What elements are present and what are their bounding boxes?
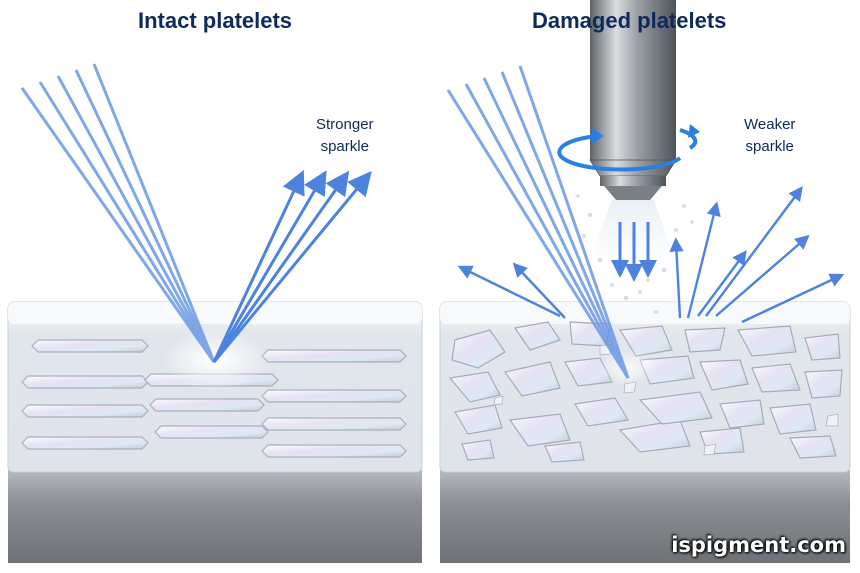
- intact-platelets: [21, 339, 407, 458]
- stronger-sparkle-label: Stronger sparkle: [316, 114, 374, 158]
- incident-rays-left: [20, 63, 216, 363]
- scattered-rays-weak: [457, 186, 845, 324]
- weaker-sparkle-line2: sparkle: [745, 138, 794, 155]
- incident-rays-right: [446, 65, 630, 379]
- watermark-text: ispigment.com: [671, 533, 846, 557]
- stronger-sparkle-line1: Stronger: [316, 116, 374, 133]
- right-panel: [439, 0, 851, 563]
- weaker-sparkle-label: Weaker sparkle: [744, 114, 795, 158]
- right-substrate: [440, 470, 850, 563]
- downward-jets: [611, 222, 657, 282]
- left-panel: [7, 63, 423, 563]
- left-substrate: [8, 470, 422, 563]
- rotation-arrow-icon: [557, 124, 700, 172]
- left-panel-title: Intact platelets: [138, 8, 293, 33]
- stronger-sparkle-line2: sparkle: [320, 138, 369, 155]
- damaged-platelet-fragments: [448, 321, 843, 463]
- weaker-sparkle-line1: Weaker: [744, 116, 796, 133]
- reflected-rays-strong: [212, 169, 372, 363]
- right-panel-title: Damaged platelets: [532, 8, 727, 33]
